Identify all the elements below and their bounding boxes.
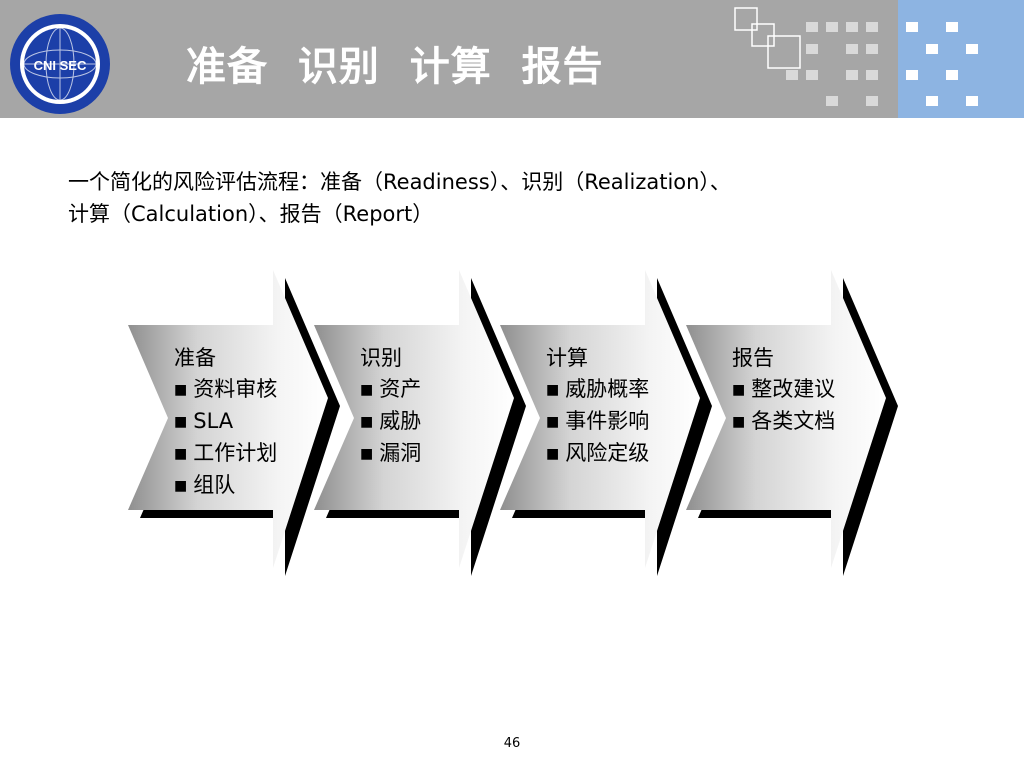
decorative-dot (846, 70, 858, 80)
stage-item-label: 工作计划 (193, 441, 278, 465)
stage-item-label: 组队 (193, 473, 236, 497)
header-bar (0, 0, 1024, 118)
page-number: 46 (503, 736, 521, 751)
stage-item-label: 威胁概率 (565, 377, 650, 401)
decorative-dot (846, 44, 858, 54)
decorative-dots (786, 22, 978, 106)
stage-item: ■ 漏洞 (360, 438, 421, 470)
chevron-stage (686, 270, 886, 568)
square-bullet-icon: ■ (174, 446, 188, 462)
square-bullet-icon: ■ (174, 382, 188, 398)
decorative-dot (906, 70, 918, 80)
stage-item: ■ 整改建议 (732, 374, 835, 406)
square-bullet-icon: ■ (360, 446, 374, 462)
stage-title: 计算 (546, 346, 588, 370)
stage-title: 识别 (360, 346, 402, 370)
header-accent-block (898, 0, 1024, 118)
stage-item: ■ SLA (174, 406, 277, 438)
decorative-dot (926, 44, 938, 54)
decorative-dot (926, 96, 938, 106)
stage-item: ■ 各类文档 (732, 406, 835, 438)
stage-item-label: 资料审核 (193, 377, 278, 401)
chevron-stage (128, 270, 328, 568)
decorative-dot (946, 70, 958, 80)
stage-item: ■ 资料审核 (174, 374, 277, 406)
stage-item: ■ 工作计划 (174, 438, 277, 470)
decorative-dot (806, 44, 818, 54)
chevron-stage (500, 270, 700, 568)
stage-card: 报告 ■ 整改建议 ■ 各类文档 (732, 343, 835, 438)
stage-item-label: 各类文档 (751, 409, 836, 433)
decorative-dot (846, 22, 858, 32)
stage-item: ■ 威胁 (360, 406, 421, 438)
decorative-dot (786, 70, 798, 80)
decorative-dot (806, 70, 818, 80)
stage-card: 准备 ■ 资料审核 ■ SLA ■ 工作计划 ■ 组队 (174, 343, 277, 502)
decorative-dot (906, 22, 918, 32)
intro-line-2: 计算（Calculation）、报告（Report） (68, 202, 434, 226)
stage-title: 报告 (732, 346, 774, 370)
square-bullet-icon: ■ (546, 446, 560, 462)
intro-line-1: 一个简化的风险评估流程：准备（Readiness）、识别（Realization… (68, 170, 731, 194)
decorative-dot (866, 44, 878, 54)
square-bullet-icon: ■ (174, 478, 188, 494)
stage-title: 准备 (174, 346, 216, 370)
page-title: 准备 识别 计算 报告 (186, 44, 604, 90)
decorative-dot (826, 22, 838, 32)
square-bullet-icon: ■ (546, 414, 560, 430)
decorative-dot (826, 96, 838, 106)
stage-item-label: SLA (193, 409, 234, 433)
stage-item-label: 漏洞 (379, 441, 422, 465)
decorative-dot (946, 22, 958, 32)
square-bullet-icon: ■ (174, 414, 188, 430)
decorative-dot (866, 70, 878, 80)
decorative-dot (806, 22, 818, 32)
square-bullet-icon: ■ (360, 414, 374, 430)
stage-card: 计算 ■ 威胁概率 ■ 事件影响 ■ 风险定级 (546, 343, 649, 470)
logo: CNI SEC (10, 14, 110, 114)
chevron-stage (314, 270, 514, 568)
header-decoration (734, 7, 978, 106)
stage-item: ■ 风险定级 (546, 438, 649, 470)
square-bullet-icon: ■ (546, 382, 560, 398)
decorative-dot (866, 96, 878, 106)
square-bullet-icon: ■ (360, 382, 374, 398)
decorative-dot (866, 22, 878, 32)
stage-item: ■ 事件影响 (546, 406, 649, 438)
stage-item-label: 资产 (379, 377, 422, 401)
intro-text: 一个简化的风险评估流程：准备（Readiness）、识别（Realization… (68, 166, 968, 230)
stage-item-label: 威胁 (379, 409, 422, 433)
square-bullet-icon: ■ (732, 382, 746, 398)
decorative-dot (966, 44, 978, 54)
decorative-dot (966, 96, 978, 106)
svg-text:CNI SEC: CNI SEC (34, 58, 87, 73)
stage-item-label: 事件影响 (565, 409, 650, 433)
stage-item: ■ 威胁概率 (546, 374, 649, 406)
decorative-squares (734, 7, 801, 69)
stage-item: ■ 组队 (174, 470, 277, 502)
square-bullet-icon: ■ (732, 414, 746, 430)
stage-card: 识别 ■ 资产 ■ 威胁 ■ 漏洞 (360, 343, 421, 470)
stage-item: ■ 资产 (360, 374, 421, 406)
stage-item-label: 风险定级 (565, 441, 650, 465)
stage-item-label: 整改建议 (751, 377, 836, 401)
